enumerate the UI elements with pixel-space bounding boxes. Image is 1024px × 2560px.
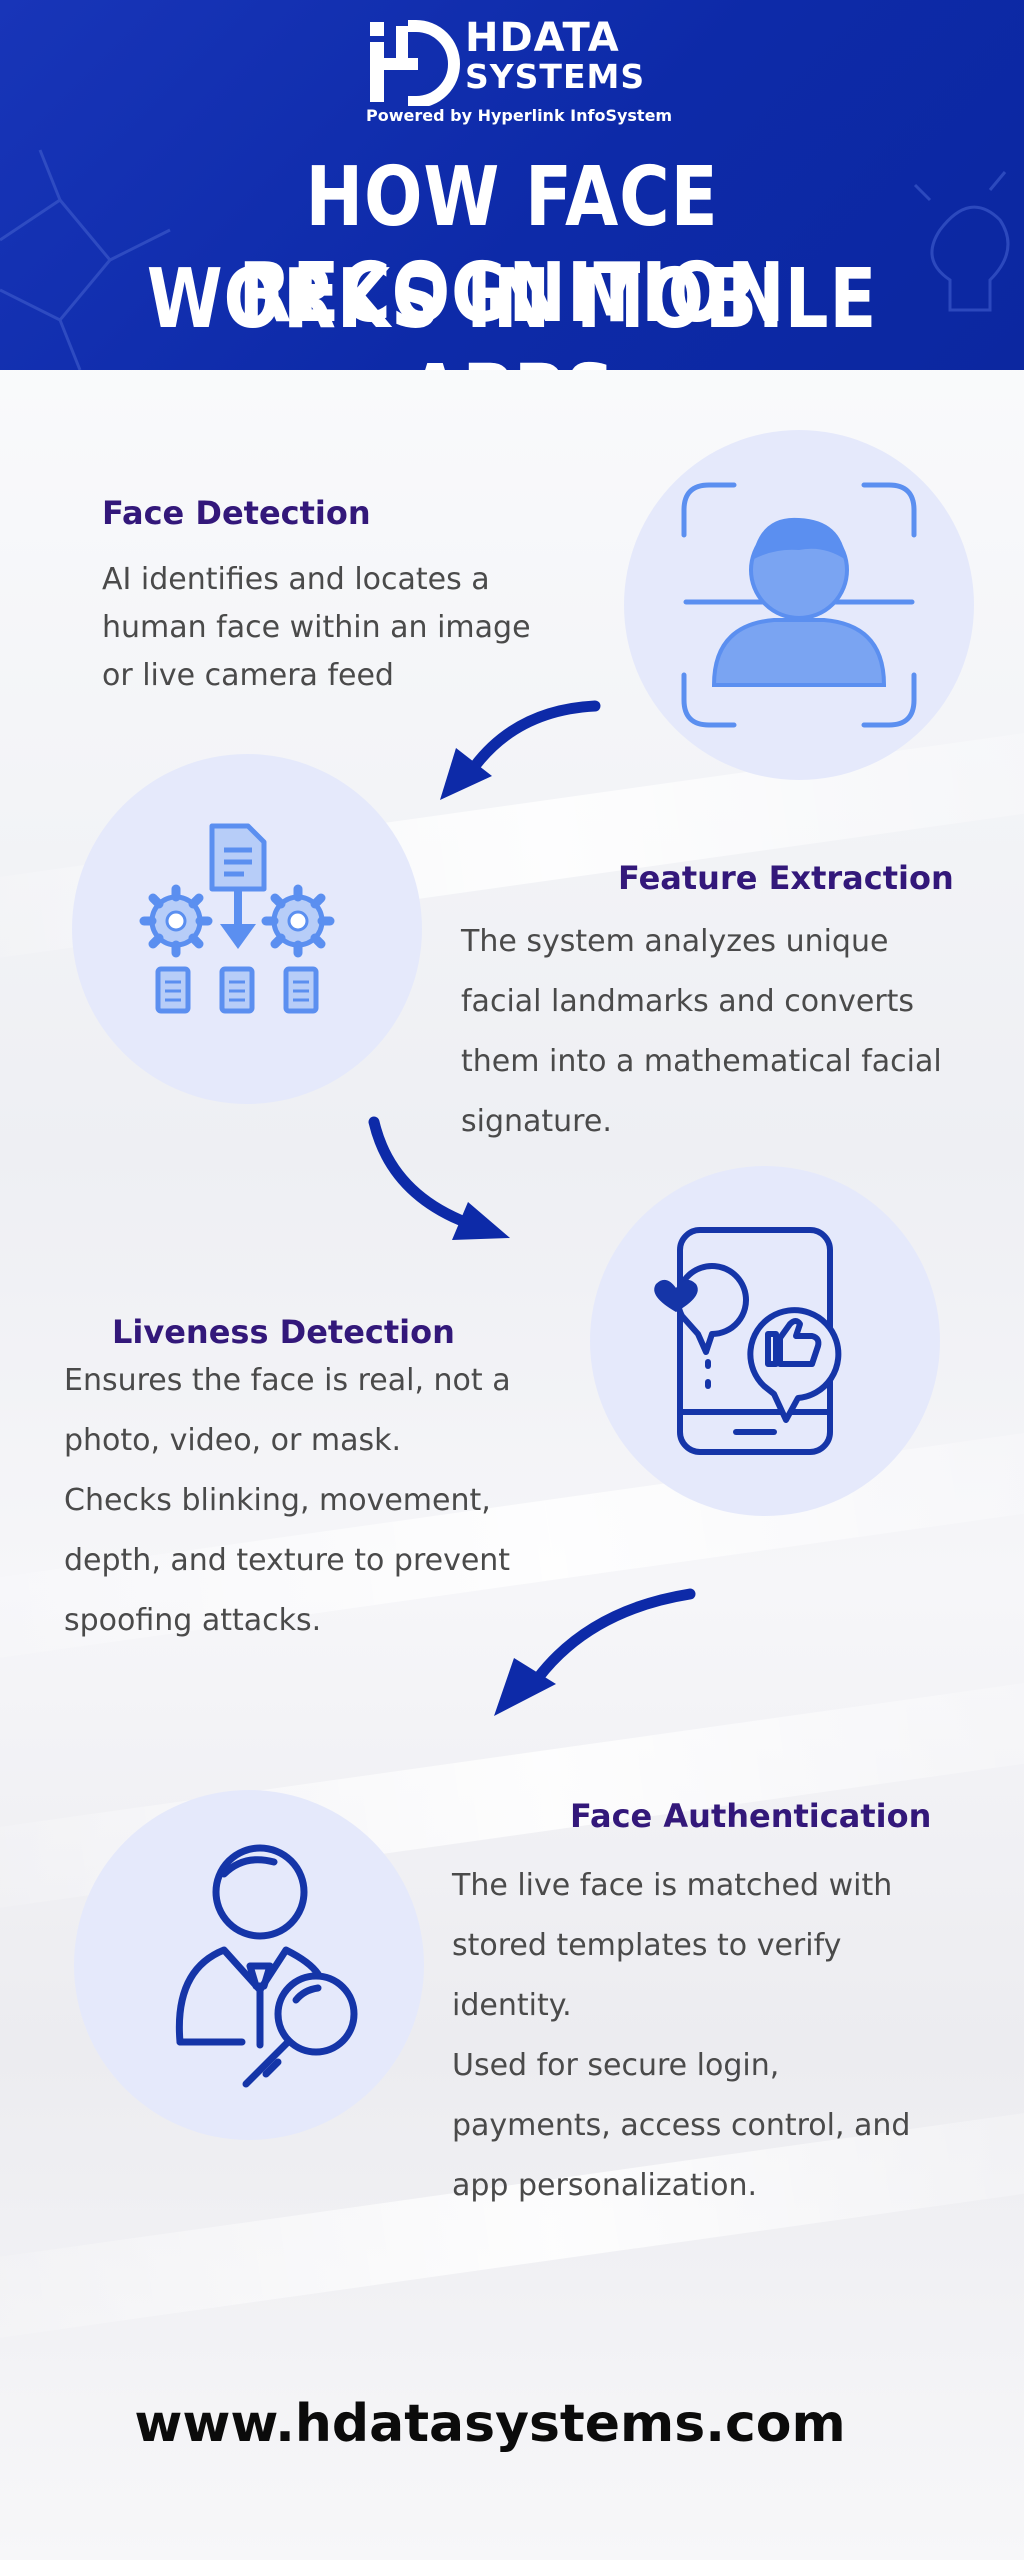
step-3-title: Liveness Detection	[112, 1313, 455, 1351]
arrow-curve-icon	[368, 1116, 510, 1240]
brand-name: HDATA	[465, 15, 620, 61]
phone-reactions-icon	[654, 1227, 842, 1455]
step-3-icon-circle	[590, 1166, 940, 1516]
face-scan-icon	[681, 482, 917, 728]
step-4-icon-circle	[74, 1790, 424, 2140]
footer-website-url[interactable]: www.hdatasystems.com	[134, 2394, 846, 2454]
brand-subtitle: SYSTEMS	[465, 57, 646, 96]
brand-powered-by: Powered by Hyperlink InfoSystem	[366, 106, 673, 125]
header-pattern	[0, 149, 1010, 370]
step-3-description: Ensures the face is real, not a photo, v…	[64, 1363, 511, 1638]
step-4-title: Face Authentication	[570, 1797, 932, 1835]
arrow-curve-icon	[494, 1588, 696, 1716]
step-1-icon-circle	[624, 430, 974, 780]
user-search-icon	[175, 1844, 358, 2088]
step-1-title: Face Detection	[102, 494, 371, 532]
step-2-title: Feature Extraction	[618, 859, 954, 897]
step-4-description: The live face is matched with stored tem…	[452, 1868, 911, 2203]
page-title-line-2: WORKS IN MOBILE APPS	[146, 252, 878, 370]
step-2-description: The system analyzes unique facial landma…	[461, 924, 942, 1139]
header-banner: HDATA SYSTEMS Powered by Hyperlink InfoS…	[0, 0, 1024, 370]
step-2-icon-circle	[72, 754, 422, 1104]
gears-document-icon	[139, 823, 335, 1014]
hdata-logo-icon	[370, 20, 460, 106]
page-title-line-1: HOW FACE RECOGNITION	[238, 150, 786, 341]
arrow-curve-icon	[440, 700, 601, 800]
step-1-description: AI identifies and locates a human face w…	[102, 562, 531, 693]
